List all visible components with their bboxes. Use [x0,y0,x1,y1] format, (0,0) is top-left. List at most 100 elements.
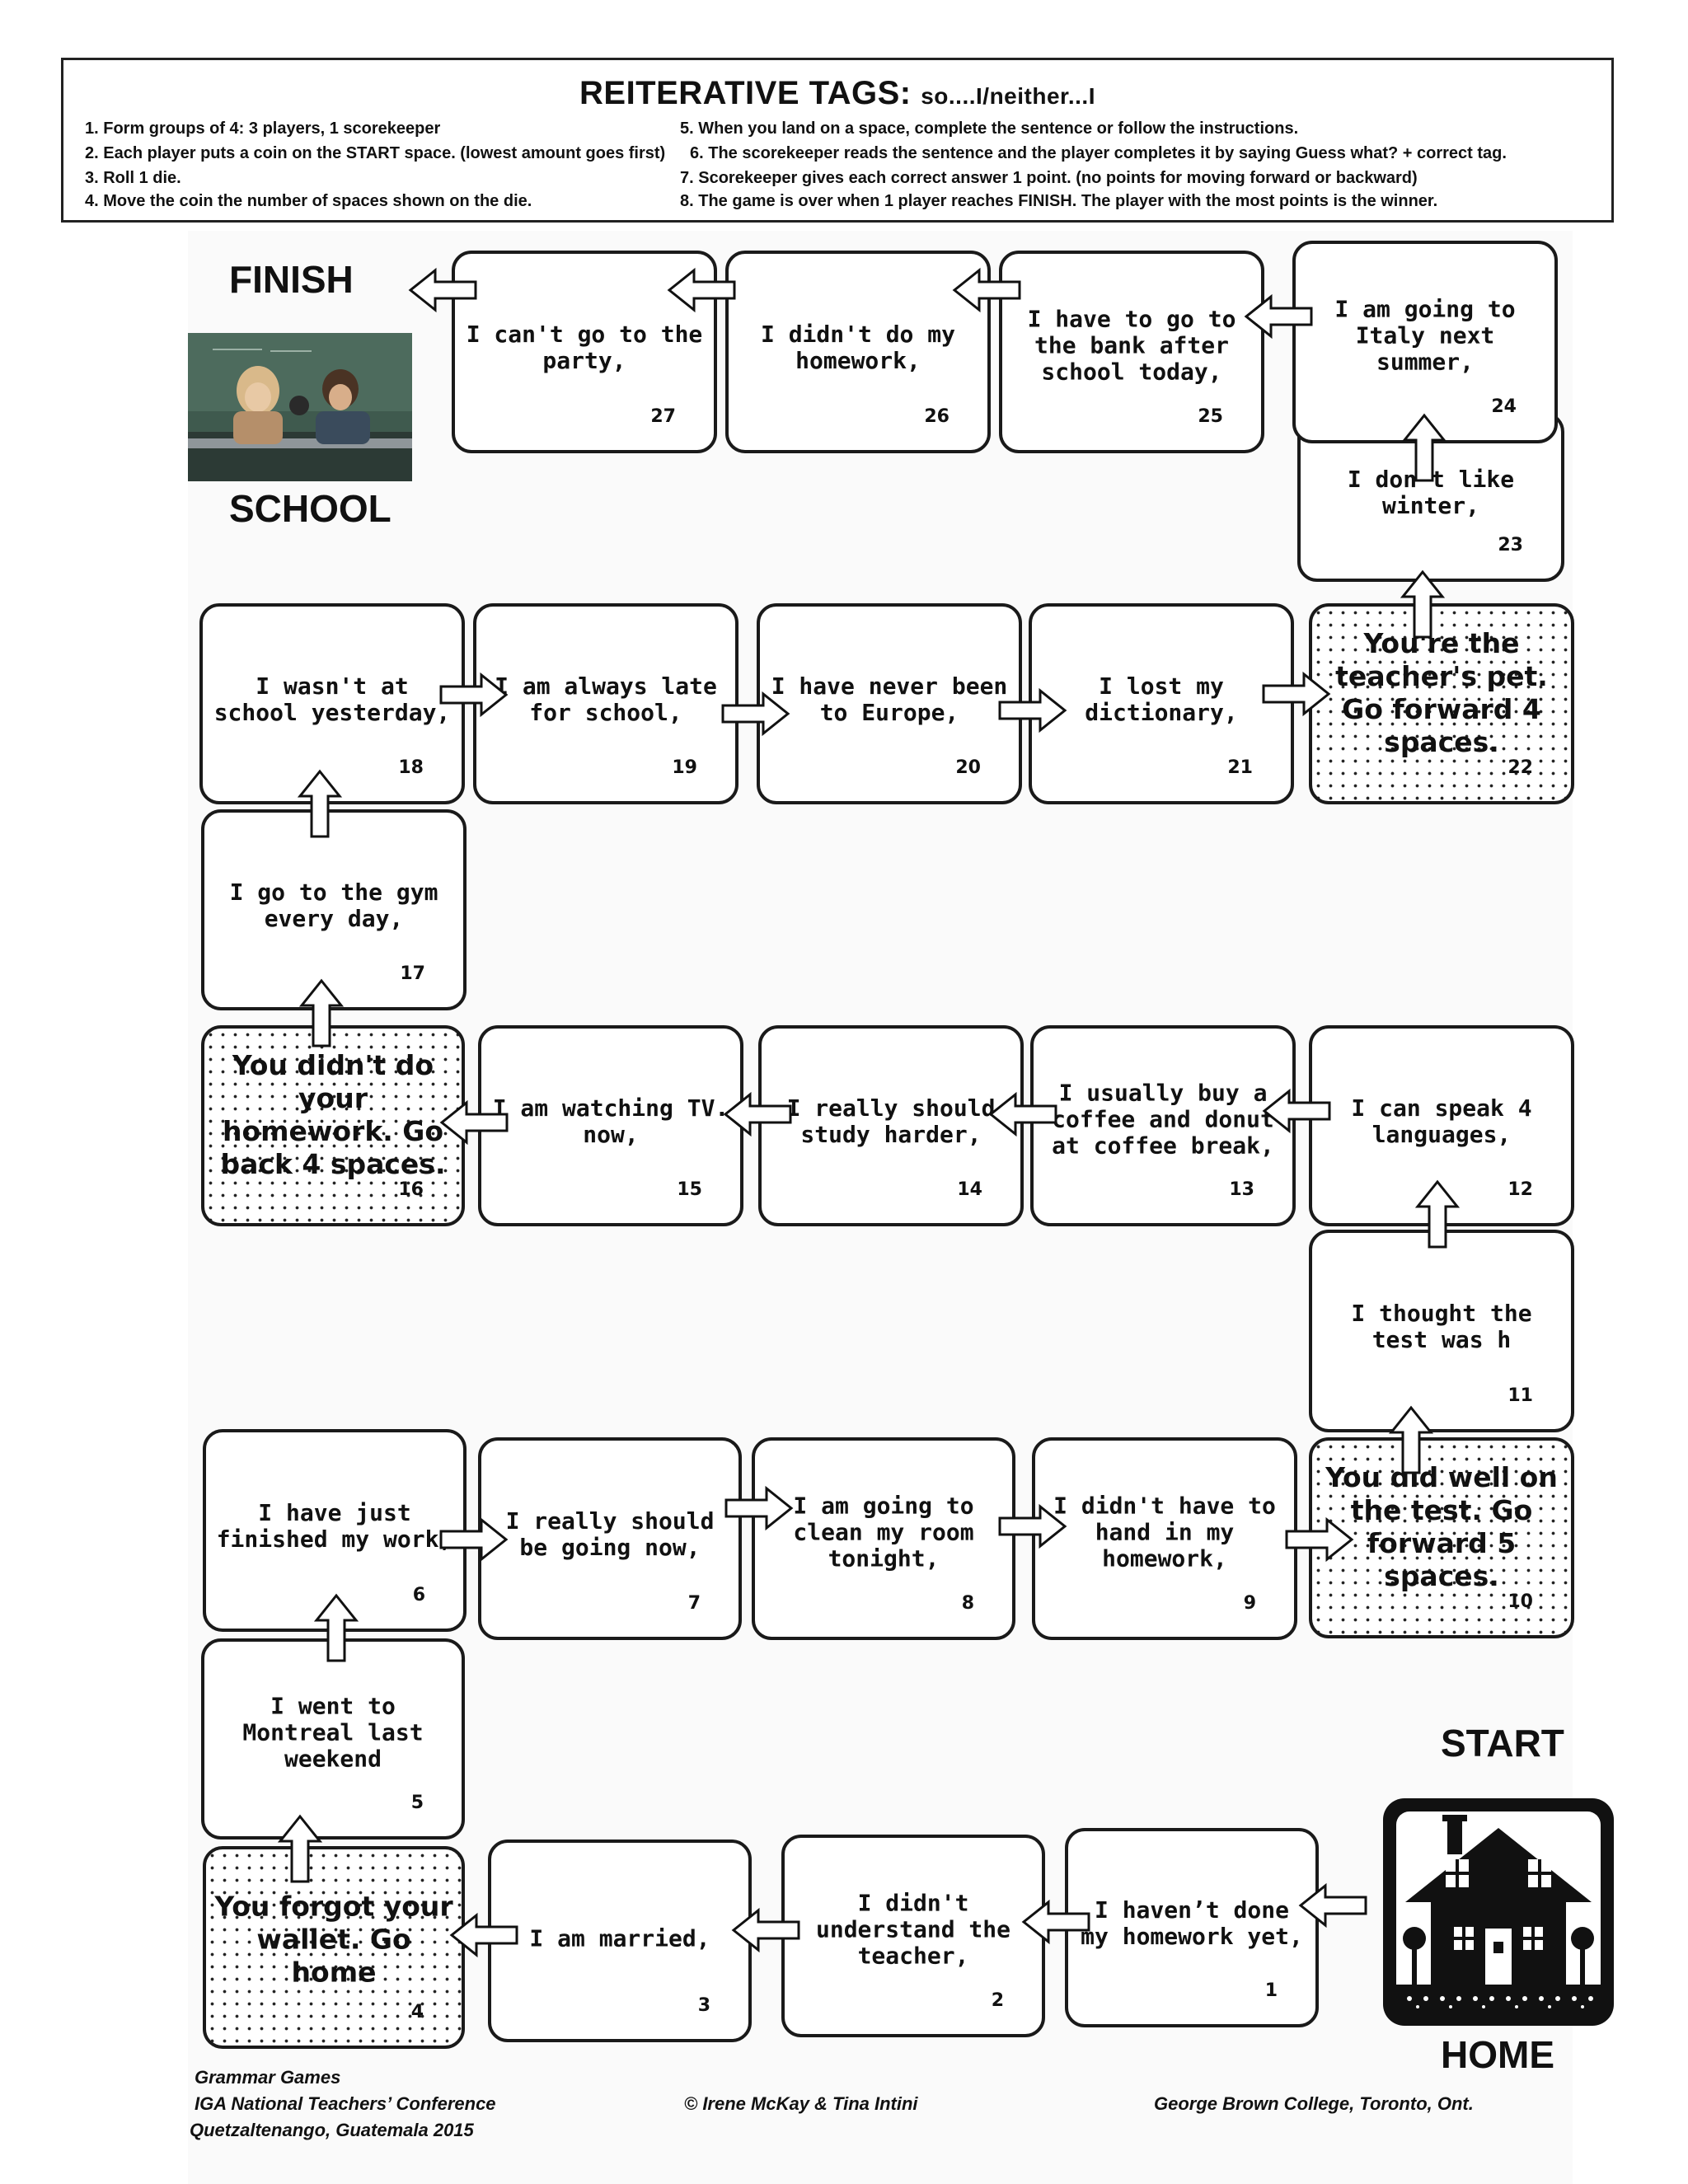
space-number: 12 [1507,1179,1533,1200]
space-text: You didn't do your homework. Go back 4 s… [220,1049,446,1181]
space-text: I thought the test was h [1351,1299,1532,1353]
board-space-25[interactable]: I have to go to the bank after school to… [999,251,1264,453]
space-number: 13 [1229,1179,1254,1200]
space-text: I didn't do my homework, [760,320,955,374]
board-space-19[interactable]: I am always late for school, 19 [473,603,738,804]
board-space-10[interactable]: You did well on the test. Go forward 5 s… [1309,1437,1574,1638]
space-text: I am going to Italy next summer, [1334,295,1516,376]
space-number: 1 [1264,1980,1278,2001]
space-number: 26 [924,406,950,427]
space-number: 21 [1227,757,1253,778]
arrow-left-icon [988,1091,1057,1137]
board-space-22[interactable]: You're the teacher's pet. Go forward 4 s… [1309,603,1574,804]
space-number: 15 [677,1179,702,1200]
space-number: 27 [650,406,676,427]
footer-line-1: Grammar Games [195,2067,341,2088]
rule-1: 1. Form groups of 4: 3 players, 1 scorek… [85,120,441,138]
footer-line-3: Quetzaltenango, Guatemala 2015 [190,2120,474,2140]
space-number: 5 [410,1793,424,1813]
arrow-left-icon [1262,1088,1331,1134]
arrow-up-icon [297,769,343,838]
arrow-left-icon [952,267,1021,313]
arrow-right-icon [724,1485,794,1531]
space-text: You did well on the test. Go forward 5 s… [1325,1461,1558,1593]
space-text: I usually buy a coffee and donut at coff… [1052,1079,1274,1160]
space-number: 18 [398,757,424,778]
rule-4: 4. Move the coin the number of spaces sh… [85,192,532,210]
space-number: 2 [991,1990,1004,2011]
board-space-17[interactable]: I go to the gym every day, 17 [201,809,467,1010]
footer-line-2: IGA National Teachers’ Conference [195,2093,496,2114]
game-title: REITERATIVE TAGS: so....I/neither...I [63,75,1611,112]
space-text: I don't like winter, [1347,465,1515,519]
board-space-27[interactable]: I can't go to the party, 27 [452,251,717,453]
arrow-right-icon [721,691,790,737]
title-text: REITERATIVE TAGS: [579,75,912,111]
arrow-right-icon [439,672,509,718]
footer-copyright: © Irene McKay & Tina Intini [684,2093,918,2114]
school-photo [188,333,412,481]
space-number: 14 [957,1179,982,1200]
arrow-left-icon [723,1091,792,1137]
board-space-13[interactable]: I usually buy a coffee and donut at coff… [1030,1025,1296,1226]
arrow-up-icon [313,1593,359,1662]
board-space-11[interactable]: I thought the test was h 11 [1309,1230,1574,1432]
rule-8: 8. The game is over when 1 player reache… [680,192,1438,210]
space-number: 9 [1243,1593,1256,1614]
board-space-15[interactable]: I am watching TV. now, 15 [478,1025,743,1226]
board-space-1[interactable]: I haven’t done my homework yet, 1 [1065,1828,1319,2027]
space-text: I really should study harder, [786,1094,996,1148]
space-text: I have never been to Europe, [771,672,1008,726]
board-space-20[interactable]: I have never been to Europe, 20 [757,603,1022,804]
space-number: 22 [1507,757,1533,778]
space-text: I have just finished my work, [216,1498,453,1553]
arrow-up-icon [1388,1405,1434,1474]
board-space-4[interactable]: You forgot your wallet. Go home 4 [203,1846,465,2049]
board-space-8[interactable]: I am going to clean my room tonight, 8 [752,1437,1015,1640]
board-space-21[interactable]: I lost my dictionary, 21 [1029,603,1294,804]
arrow-left-icon [408,267,477,313]
rule-6: 6. The scorekeeper reads the sentence an… [690,144,1507,163]
space-text: I went to Montreal last weekend [242,1692,424,1773]
board-space-2[interactable]: I didn't understand the teacher, 2 [781,1835,1045,2037]
house-icon [1383,1798,1614,2026]
arrow-up-icon [298,978,345,1047]
space-number: 25 [1198,406,1223,427]
board-space-9[interactable]: I didn't have to hand in my homework, 9 [1032,1437,1297,1640]
board-space-5[interactable]: I went to Montreal last weekend 5 [201,1638,465,1840]
arrow-left-icon [1244,293,1313,340]
space-number: 7 [687,1593,701,1614]
rule-7: 7. Scorekeeper gives each correct answer… [680,169,1418,187]
arrow-up-icon [1414,1179,1461,1249]
rule-6-phrase: Guess what? + correct tag. [1295,144,1507,162]
space-text: I didn't understand the teacher, [815,1889,1010,1970]
instructions-box: REITERATIVE TAGS: so....I/neither...I 1.… [61,58,1614,223]
rule-5: 5. When you land on a space, complete th… [680,120,1299,138]
board-space-26[interactable]: I didn't do my homework, 26 [725,251,991,453]
arrow-right-icon [1262,671,1331,717]
space-text: I am always late for school, [495,672,717,726]
space-text: You're the teacher's pet. Go forward 4 s… [1335,627,1548,759]
board-space-3[interactable]: I am married, 3 [488,1840,752,2042]
board-space-16[interactable]: You didn't do your homework. Go back 4 s… [201,1025,465,1226]
rule-3: 3. Roll 1 die. [85,169,181,187]
space-number: 16 [398,1179,424,1200]
space-number: 10 [1507,1591,1533,1612]
arrow-left-icon [449,1912,518,1958]
board-space-14[interactable]: I really should study harder, 14 [758,1025,1024,1226]
space-number: 19 [672,757,697,778]
space-text: I go to the gym every day, [229,878,438,932]
board-space-18[interactable]: I wasn't at school yesterday, 18 [199,603,465,804]
board-space-7[interactable]: I really should be going now, 7 [478,1437,742,1640]
arrow-right-icon [998,687,1067,733]
arrow-left-icon [667,267,736,313]
space-text: I am watching TV. now, [492,1094,729,1148]
space-text: I lost my dictionary, [1085,672,1238,726]
space-number: 4 [410,2002,424,2022]
space-number: 8 [961,1593,974,1614]
space-text: I really should be going now, [505,1507,715,1561]
space-text: I wasn't at school yesterday, [213,672,451,726]
space-text: I have to go to the bank after school to… [1027,305,1236,386]
rule-6-text: 6. The scorekeeper reads the sentence an… [690,144,1292,162]
space-text: I didn't have to hand in my homework, [1053,1492,1276,1572]
